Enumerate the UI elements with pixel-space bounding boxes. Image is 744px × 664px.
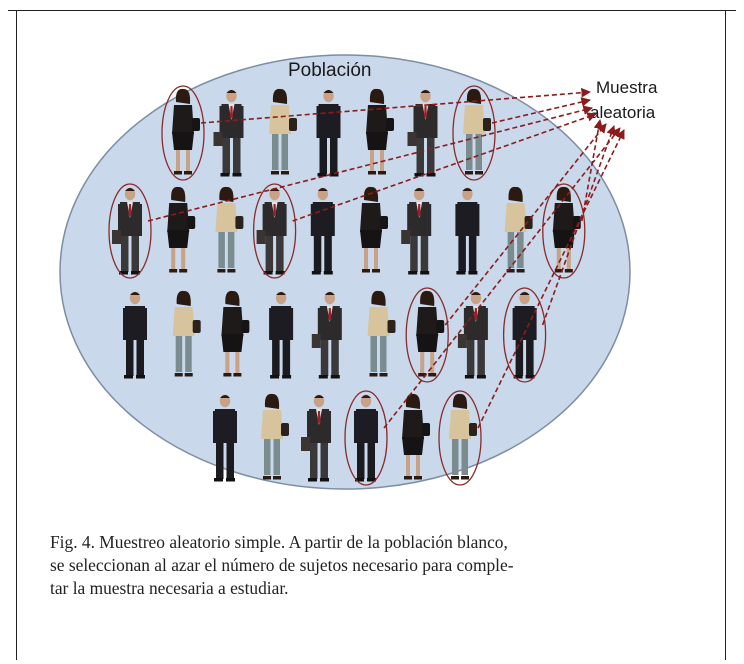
selection-arrow-9 xyxy=(477,129,625,429)
person-r1-4 xyxy=(316,89,341,177)
person-r1-2 xyxy=(213,89,244,177)
person-r3-9 xyxy=(512,291,537,379)
selection-arrow-3 xyxy=(147,105,593,222)
selection-ring-r2-4 xyxy=(252,183,297,279)
selection-arrow-4 xyxy=(292,112,597,222)
person-r2-1 xyxy=(112,187,142,275)
person-r2-8 xyxy=(455,187,480,275)
person-r4-6 xyxy=(449,393,477,480)
person-r2-4 xyxy=(256,187,287,275)
selection-ring-r1-7 xyxy=(452,85,496,181)
selection-arrow-7 xyxy=(541,125,616,326)
person-r4-3 xyxy=(301,394,331,482)
selection-arrow-1 xyxy=(200,87,591,124)
selection-ring-r4-4 xyxy=(344,390,388,486)
person-r2-10 xyxy=(552,186,581,273)
sample-label-line1: Muestra xyxy=(596,78,658,97)
person-r2-6 xyxy=(360,186,388,273)
person-r2-5 xyxy=(310,187,335,275)
arrow-layer xyxy=(147,87,625,429)
figure-frame xyxy=(16,10,726,660)
selection-ring-r3-7 xyxy=(405,287,449,383)
selection-arrow-2 xyxy=(491,97,591,124)
selection-arrow-5 xyxy=(581,119,604,222)
person-r3-1 xyxy=(123,291,147,379)
person-r3-4 xyxy=(269,291,294,379)
selection-ring-r4-6 xyxy=(438,390,482,486)
selection-arrow-6 xyxy=(444,123,607,326)
figure-caption: Fig. 4. Muestreo aleatorio simple. A par… xyxy=(50,531,690,600)
people-layer xyxy=(108,85,586,486)
selection-ring-r3-9 xyxy=(502,287,547,383)
selection-ring-r2-10 xyxy=(542,183,586,279)
person-r1-7 xyxy=(463,88,491,175)
person-r1-6 xyxy=(407,89,438,177)
person-r4-2 xyxy=(261,393,289,480)
selection-ring-r2-1 xyxy=(108,183,152,279)
sampling-diagram: Población Muestra aleatoria xyxy=(59,54,658,490)
frame-corner-right xyxy=(724,10,736,11)
population-label: Población xyxy=(288,60,371,81)
person-r2-9 xyxy=(504,186,533,273)
person-r3-7 xyxy=(416,290,445,377)
person-r1-3 xyxy=(269,88,297,175)
sample-label-line2: aleatoria xyxy=(590,103,656,122)
person-r4-4 xyxy=(354,394,378,482)
caption-line-2: se seleccionan al azar el número de suje… xyxy=(50,555,514,575)
population-ellipse xyxy=(59,54,631,490)
frame-corner-left xyxy=(8,10,18,11)
person-r2-7 xyxy=(401,187,432,275)
person-r3-3 xyxy=(221,290,250,377)
person-r3-6 xyxy=(367,290,396,377)
person-r2-2 xyxy=(167,186,196,273)
person-r3-2 xyxy=(172,290,201,377)
caption-line-3: tar la muestra necesaria a estudiar. xyxy=(50,578,289,598)
person-r4-1 xyxy=(213,394,237,482)
person-r4-5 xyxy=(402,393,430,480)
person-r1-1 xyxy=(172,88,200,175)
selection-ring-r1-1 xyxy=(161,85,205,181)
caption-line-1: Fig. 4. Muestreo aleatorio simple. A par… xyxy=(50,532,508,552)
person-r2-3 xyxy=(215,186,244,273)
person-r3-5 xyxy=(311,291,342,379)
